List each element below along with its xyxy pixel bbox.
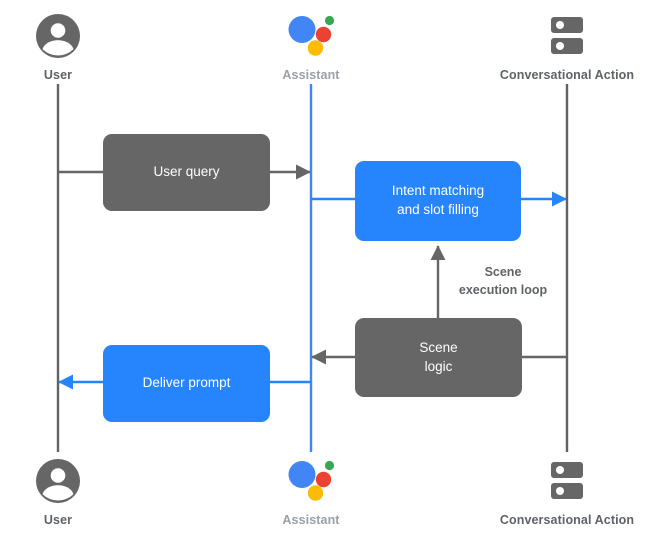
actor-assistant-top: Assistant: [221, 10, 401, 82]
actor-label-user-top: User: [43, 68, 73, 82]
user-avatar-icon: [0, 455, 148, 507]
box-deliver-prompt-label: Deliver prompt: [142, 375, 231, 391]
box-user-query-label: User query: [153, 164, 220, 180]
actor-user-top: User: [0, 10, 148, 82]
box-deliver-prompt[interactable]: Deliver prompt: [103, 345, 270, 422]
actor-label-user-bottom: User: [43, 513, 73, 527]
server-icon: [477, 10, 657, 62]
scene-execution-loop-label: Scene execution loop: [459, 264, 547, 300]
scene-execution-loop-line2: execution loop: [458, 282, 548, 297]
actor-conversational-action-top: Conversational Action: [477, 10, 657, 82]
actor-label-assistant-bottom: Assistant: [282, 513, 340, 527]
actor-user-bottom: User: [0, 455, 148, 527]
user-avatar-icon: [0, 10, 148, 62]
actor-assistant-bottom: Assistant: [221, 455, 401, 527]
google-assistant-icon: [221, 10, 401, 62]
actor-label-conversational-action-top: Conversational Action: [499, 68, 635, 82]
actor-label-assistant-top: Assistant: [282, 68, 340, 82]
google-assistant-icon: [221, 455, 401, 507]
box-user-query[interactable]: User query: [103, 134, 270, 211]
actor-conversational-action-bottom: Conversational Action: [477, 455, 657, 527]
server-icon: [477, 455, 657, 507]
scene-execution-loop-line1: Scene: [484, 265, 522, 279]
actor-label-conversational-action-bottom: Conversational Action: [499, 513, 635, 527]
